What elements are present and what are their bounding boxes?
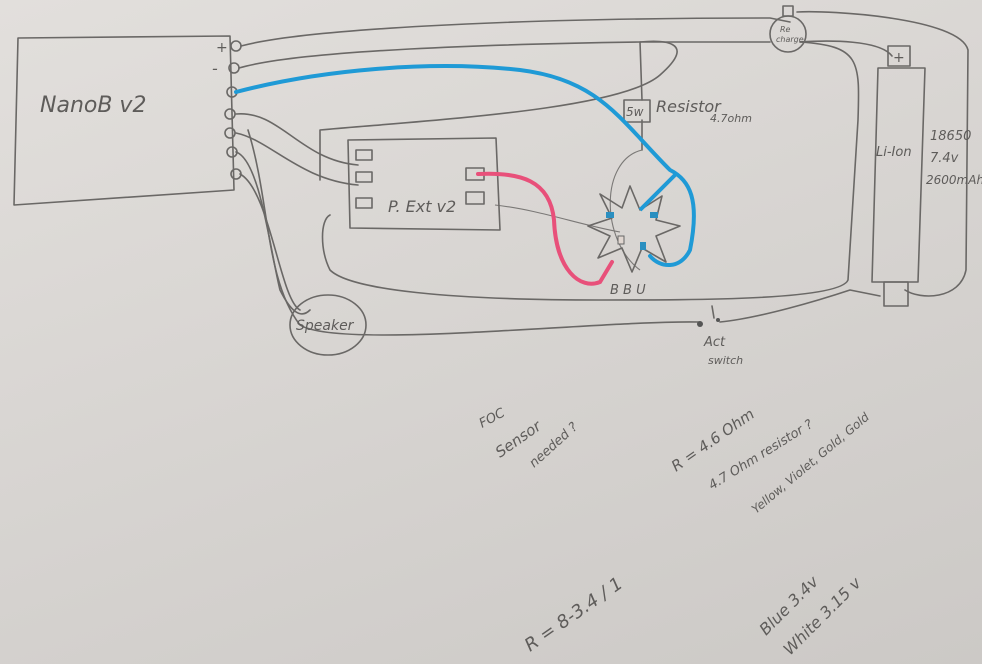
pext-board: P. Ext v2 (347, 137, 501, 231)
resistor-value: 4.7ohm (710, 112, 752, 125)
speaker: Speaker (289, 294, 367, 356)
pencil-wires (235, 10, 969, 336)
blue-wire (234, 64, 696, 267)
notes: FOC Sensor needed ? R = 4.6 Ohm 4.7 Ohm … (477, 405, 872, 659)
resistor-rating: 5w (626, 105, 644, 119)
blue-wire-branch (638, 172, 678, 212)
battery-spec: 2600mAh (926, 173, 982, 187)
battery-label: Li-Ion (876, 145, 912, 160)
speaker-label: Speaker (296, 318, 355, 334)
resistor: 5w Resistor 4.7ohm (623, 97, 752, 125)
switch-label: switch (708, 354, 743, 367)
minus-label: - (212, 59, 218, 78)
nano-board: NanoB v2 + - (13, 35, 242, 206)
nano-title: NanoB v2 (40, 93, 146, 118)
pext-title: P. Ext v2 (388, 197, 456, 216)
note-foc: FOC (477, 405, 509, 431)
red-wire (476, 171, 614, 286)
led-pins-label: B B U (610, 283, 646, 298)
recharge-label: charge (776, 35, 804, 44)
battery: + Li-Ion 18650 7.4v 2600mAh (871, 45, 982, 307)
recharge-port: Re charge (769, 5, 807, 53)
led-star: B B U (587, 185, 681, 298)
battery-spec: 18650 (930, 129, 971, 144)
battery-plus: + (893, 50, 905, 66)
recharge-label: Re (780, 25, 791, 34)
act-switch: Act switch (697, 305, 743, 367)
note-formula: R = 8-3.4 / 1 (521, 573, 627, 656)
resistor-label: Resistor (656, 97, 722, 116)
plus-label: + (216, 40, 228, 56)
switch-label: Act (703, 335, 726, 350)
note-white: White 3.15 v (779, 573, 865, 659)
battery-spec: 7.4v (930, 151, 959, 166)
